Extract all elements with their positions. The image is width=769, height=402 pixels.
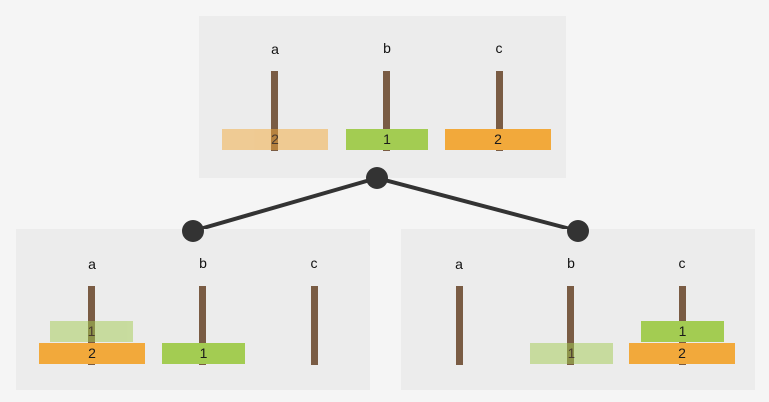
peg-label-c: c (495, 40, 503, 56)
disk-a-1: 1 (50, 321, 133, 342)
pole-c (496, 71, 503, 151)
state-panel-left: a b c 1 2 1 (16, 229, 370, 390)
peg-label-a: a (88, 256, 96, 272)
disk-c-1: 1 (641, 321, 724, 342)
edge-root-right (376, 176, 579, 233)
disk-a-2: 2 (222, 129, 328, 150)
node-right[interactable] (567, 220, 589, 242)
disk-b-1: 1 (346, 129, 428, 150)
state-panel-right: a b c 1 1 2 (401, 229, 755, 390)
peg-label-c: c (678, 255, 686, 271)
disk-c-2: 2 (445, 129, 551, 150)
peg-label-b: b (199, 255, 207, 271)
peg-label-c: c (310, 255, 318, 271)
node-root[interactable] (366, 167, 388, 189)
pole-b (567, 286, 574, 365)
pole-b (199, 286, 206, 365)
disk-b-1: 1 (530, 343, 613, 364)
disk-b-1: 1 (162, 343, 245, 364)
edge-root-left (192, 176, 378, 233)
peg-label-a: a (271, 41, 279, 57)
node-left[interactable] (182, 220, 204, 242)
pole-a (271, 71, 278, 151)
pole-c (311, 286, 318, 365)
pole-b (383, 71, 390, 151)
pole-a (456, 286, 463, 365)
peg-label-b: b (567, 255, 575, 271)
disk-a-2: 2 (39, 343, 145, 364)
state-panel-root: a b c 2 1 2 (199, 16, 566, 178)
peg-label-b: b (383, 40, 391, 56)
peg-label-a: a (455, 256, 463, 272)
disk-c-2: 2 (629, 343, 735, 364)
